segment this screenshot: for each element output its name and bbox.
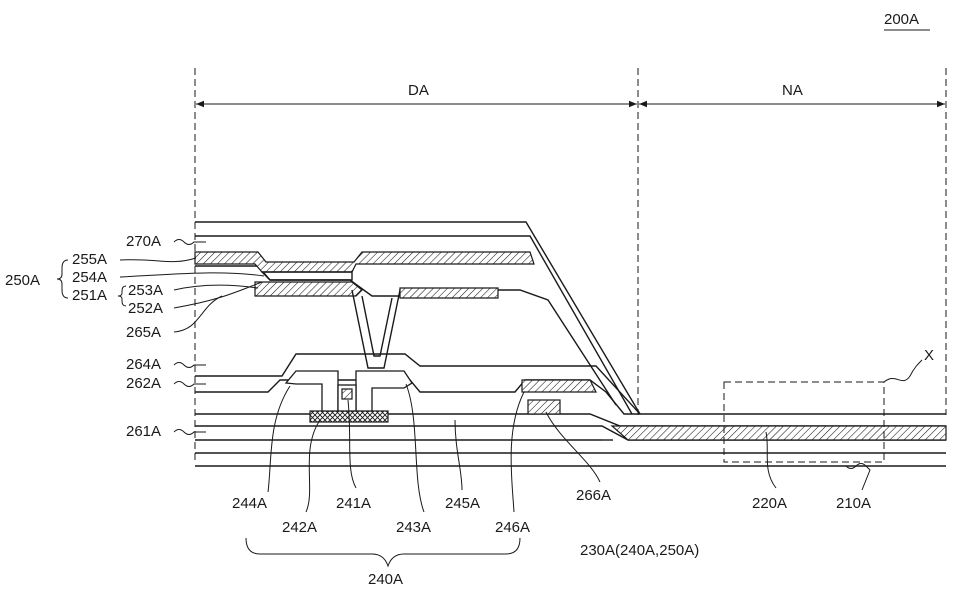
leader-246A xyxy=(511,392,524,512)
label-244A: 244A xyxy=(232,495,267,512)
leader-252A xyxy=(174,282,262,308)
brace-250A xyxy=(57,260,68,298)
label-210A: 210A xyxy=(836,495,871,512)
label-243A: 243A xyxy=(396,519,431,536)
label-266A: 266A xyxy=(576,487,611,504)
label-265A: 265A xyxy=(126,324,161,341)
leader-261A xyxy=(174,430,206,435)
label-251A: 251A xyxy=(72,287,107,304)
label-270A: 270A xyxy=(126,233,161,250)
leader-264A xyxy=(174,363,206,368)
label-253A: 253A xyxy=(128,282,163,299)
region-x-box xyxy=(724,382,884,462)
anode-253A xyxy=(255,282,362,296)
leader-265A xyxy=(174,296,222,332)
label-252A: 252A xyxy=(128,300,163,317)
pad-266A xyxy=(528,400,560,414)
leader-262A xyxy=(174,382,206,387)
label-240A: 240A xyxy=(368,571,403,588)
leader-243A xyxy=(406,384,424,512)
label-230A: 230A(240A,250A) xyxy=(580,542,699,559)
label-262A: 262A xyxy=(126,375,161,392)
figure-id-label: 200A xyxy=(884,11,919,28)
region-na-label: NA xyxy=(782,82,803,99)
gate-core xyxy=(342,389,352,399)
signal-line-220A xyxy=(612,426,946,440)
brace-251A xyxy=(118,286,126,306)
leader-266A xyxy=(546,412,600,482)
leader-254A xyxy=(120,273,264,277)
leader-245A xyxy=(455,420,462,490)
leader-244A xyxy=(268,386,290,492)
label-220A: 220A xyxy=(752,495,787,512)
label-264A: 264A xyxy=(126,356,161,373)
anode-253A-right xyxy=(400,288,498,298)
region-x-leader xyxy=(884,360,922,382)
region-da-label: DA xyxy=(408,82,429,99)
leader-270A xyxy=(174,240,206,245)
leader-210A xyxy=(846,464,870,491)
leader-255A xyxy=(120,258,196,262)
label-242A: 242A xyxy=(282,519,317,536)
cathode-255A xyxy=(195,252,534,272)
label-246A: 246A xyxy=(495,519,530,536)
drain-electrode-243A xyxy=(356,371,412,411)
label-255A: 255A xyxy=(72,251,107,268)
label-x: X xyxy=(924,347,934,364)
label-254A: 254A xyxy=(72,269,107,286)
label-245A: 245A xyxy=(445,495,480,512)
organic-layer-254A xyxy=(262,272,352,280)
label-261A: 261A xyxy=(126,423,161,440)
gate-insulator-261A-top xyxy=(195,414,946,426)
label-250A: 250A xyxy=(5,272,40,289)
leader-253A xyxy=(174,285,258,290)
label-241A: 241A xyxy=(336,495,371,512)
brace-240A xyxy=(246,538,520,566)
anode-via-inner xyxy=(362,296,392,356)
source-electrode-244A xyxy=(286,371,338,411)
pad-electrode-246A xyxy=(522,380,596,392)
